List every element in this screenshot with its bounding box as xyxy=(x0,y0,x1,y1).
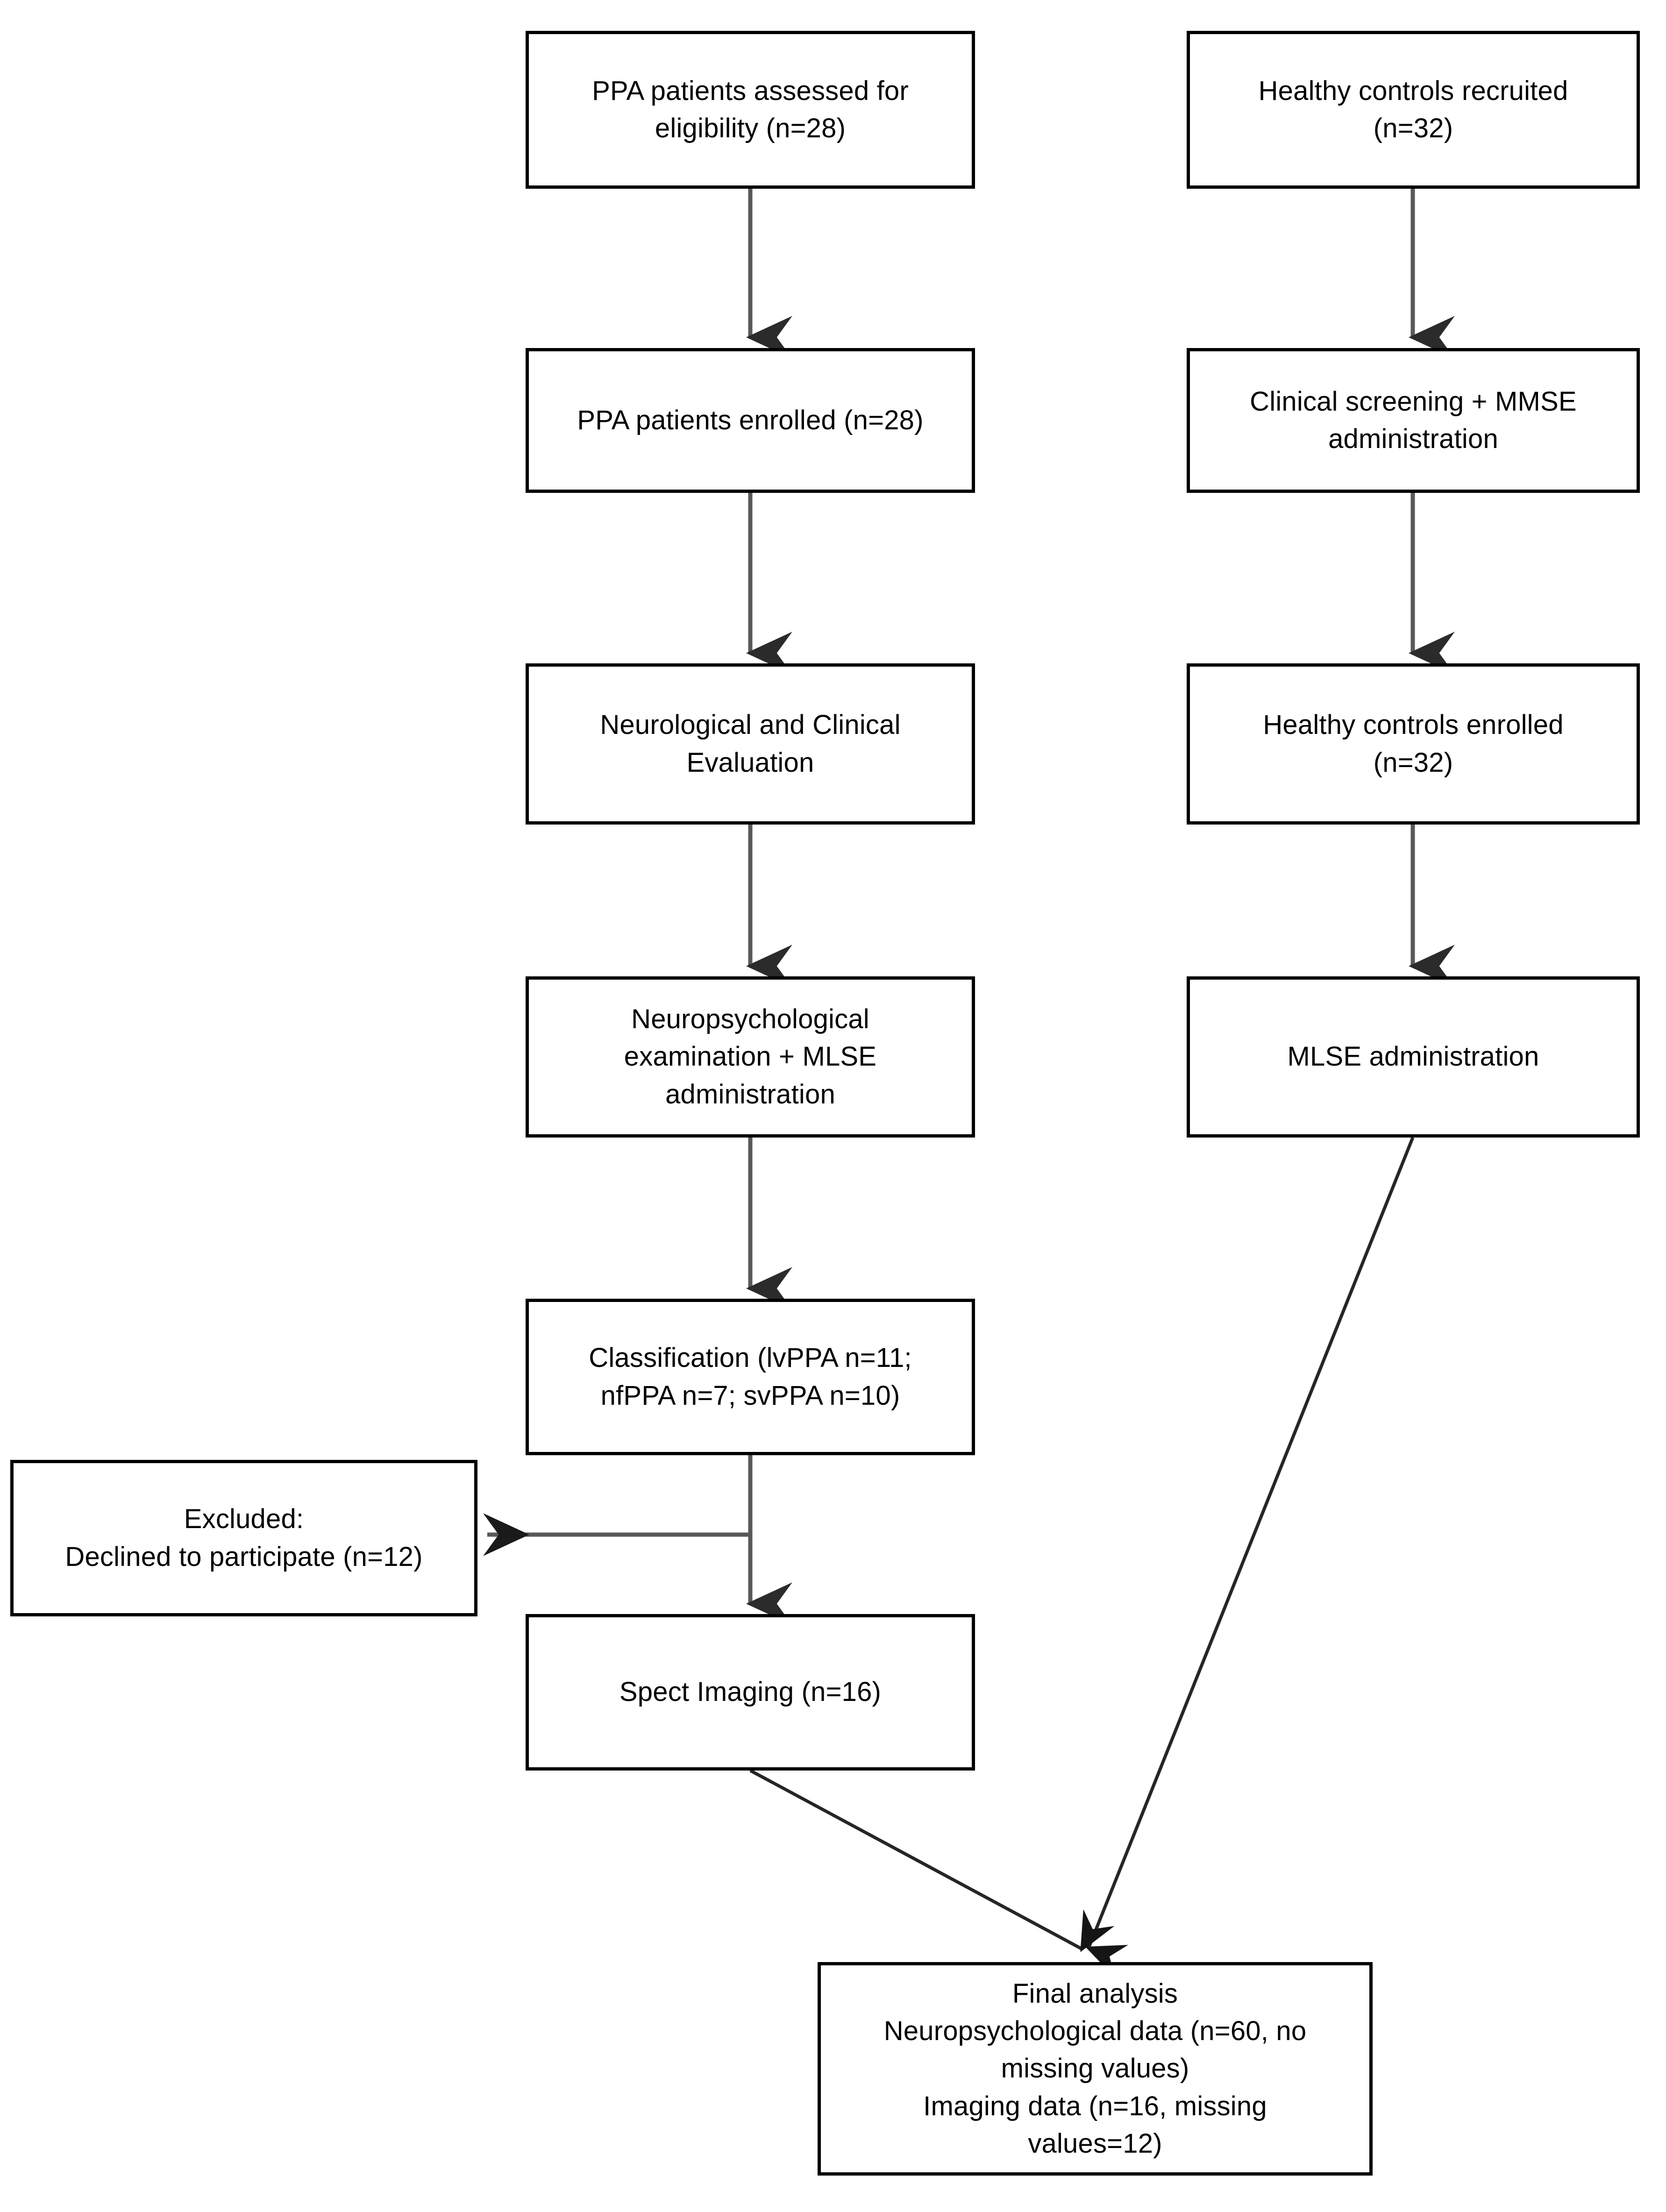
node-classification-label: Classification (lvPPA n=11; nfPPA n=7; s… xyxy=(589,1343,912,1411)
node-clinical-screening-mmse[interactable]: Clinical screening + MMSE administration xyxy=(1187,348,1640,493)
node-classification[interactable]: Classification (lvPPA n=11; nfPPA n=7; s… xyxy=(526,1299,975,1455)
node-final-analysis[interactable]: Final analysis Neuropsychological data (… xyxy=(818,1962,1373,2176)
node-neuro-clinical-evaluation-label: Neurological and Clinical Evaluation xyxy=(600,710,901,778)
node-ppa-assessed-label: PPA patients assessed for eligibility (n… xyxy=(592,75,909,143)
node-neuro-clinical-evaluation[interactable]: Neurological and Clinical Evaluation xyxy=(526,663,975,825)
node-excluded[interactable]: Excluded: Declined to participate (n=12) xyxy=(10,1460,477,1616)
node-excluded-label: Excluded: Declined to participate (n=12) xyxy=(65,1504,423,1572)
node-healthy-controls-recruited-label: Healthy controls recruited (n=32) xyxy=(1258,75,1568,143)
connector-spect-to-final xyxy=(749,1769,1115,1952)
node-healthy-controls-enrolled[interactable]: Healthy controls enrolled (n=32) xyxy=(1187,663,1640,825)
node-neuropsych-mlse-label: Neuropsychological examination + MLSE ad… xyxy=(624,1004,877,1110)
node-mlse-administration[interactable]: MLSE administration xyxy=(1187,976,1640,1138)
node-spect-imaging-label: Spect Imaging (n=16) xyxy=(619,1677,882,1707)
node-ppa-enrolled[interactable]: PPA patients enrolled (n=28) xyxy=(526,348,975,493)
node-ppa-assessed[interactable]: PPA patients assessed for eligibility (n… xyxy=(526,31,975,189)
connector-hc-mlse-to-final xyxy=(1085,1137,1415,1978)
node-healthy-controls-recruited[interactable]: Healthy controls recruited (n=32) xyxy=(1187,31,1640,189)
node-spect-imaging[interactable]: Spect Imaging (n=16) xyxy=(526,1614,975,1771)
node-healthy-controls-enrolled-label: Healthy controls enrolled (n=32) xyxy=(1263,710,1564,778)
node-ppa-enrolled-label: PPA patients enrolled (n=28) xyxy=(577,405,924,435)
node-clinical-screening-mmse-label: Clinical screening + MMSE administration xyxy=(1250,386,1577,454)
node-mlse-administration-label: MLSE administration xyxy=(1287,1041,1539,1072)
node-final-analysis-label: Final analysis Neuropsychological data (… xyxy=(883,1978,1307,2159)
node-neuropsych-mlse[interactable]: Neuropsychological examination + MLSE ad… xyxy=(526,976,975,1138)
